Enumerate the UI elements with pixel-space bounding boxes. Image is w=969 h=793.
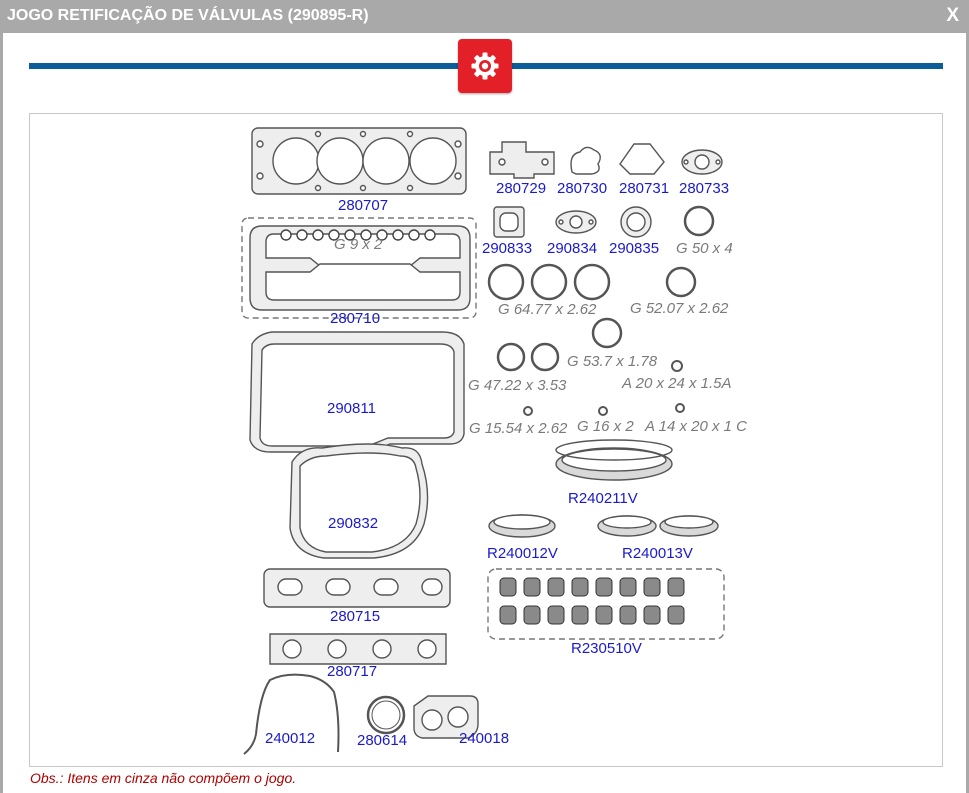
- part-280715[interactable]: 280715: [330, 608, 381, 625]
- spec-g5207: G 52.07 x 2.62: [630, 300, 729, 317]
- part-R240013V[interactable]: R240013V: [622, 545, 693, 562]
- part-290833[interactable]: 290833: [482, 240, 533, 257]
- frame-right: [966, 33, 969, 793]
- window-title: JOGO RETIFICAÇÃO DE VÁLVULAS (290895-R): [7, 7, 369, 24]
- spec-g9x2: G 9 x 2: [334, 236, 383, 253]
- part-280717[interactable]: 280717: [327, 663, 378, 680]
- spec-g16: G 16 x 2: [577, 418, 634, 435]
- spec-g537: G 53.7 x 1.78: [567, 353, 658, 370]
- close-button[interactable]: X: [946, 5, 959, 26]
- title-bar: JOGO RETIFICAÇÃO DE VÁLVULAS (290895-R) …: [0, 0, 969, 33]
- spec-g50x4: G 50 x 4: [676, 240, 733, 257]
- part-280733[interactable]: 280733: [679, 180, 730, 197]
- part-240012[interactable]: 240012: [265, 730, 316, 747]
- part-280710[interactable]: 280710: [330, 310, 381, 327]
- part-280707[interactable]: 280707: [338, 197, 389, 214]
- part-R230510V[interactable]: R230510V: [571, 640, 642, 657]
- part-290832[interactable]: 290832: [328, 515, 379, 532]
- spec-g1554: G 15.54 x 2.62: [469, 420, 568, 437]
- footer-note: Obs.: Itens em cinza não compõem o jogo.: [30, 770, 297, 786]
- part-290834[interactable]: 290834: [547, 240, 598, 257]
- part-280730[interactable]: 280730: [557, 180, 608, 197]
- parts-diagram-panel: 280707 280729 280730 280731 280733 28071…: [29, 113, 943, 767]
- part-240018[interactable]: 240018: [459, 730, 510, 747]
- gasket-diagram: [241, 127, 725, 755]
- spec-g4722: G 47.22 x 3.53: [468, 377, 567, 394]
- part-280614[interactable]: 280614: [357, 732, 408, 749]
- spec-g6477: G 64.77 x 2.62: [498, 301, 597, 318]
- head-gasket-shape: [251, 127, 467, 195]
- part-280729[interactable]: 280729: [496, 180, 547, 197]
- spec-a20: A 20 x 24 x 1.5A: [622, 375, 732, 392]
- part-280731[interactable]: 280731: [619, 180, 670, 197]
- part-290811[interactable]: 290811: [327, 400, 376, 417]
- settings-button[interactable]: [458, 39, 512, 93]
- frame-left: [0, 33, 3, 793]
- gear-icon: [471, 52, 499, 80]
- spec-a14: A 14 x 20 x 1 C: [645, 418, 747, 435]
- part-R240211V[interactable]: R240211V: [568, 490, 638, 507]
- part-R240012V[interactable]: R240012V: [487, 545, 558, 562]
- part-290835[interactable]: 290835: [609, 240, 660, 257]
